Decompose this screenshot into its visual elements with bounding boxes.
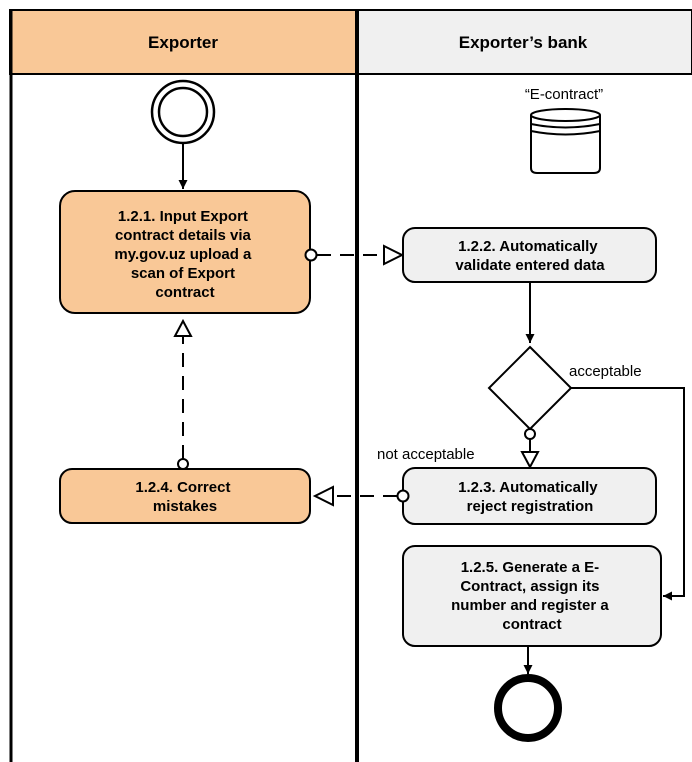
task-1-2-1-text: 1.2.1. Input Export contract details via… [114,208,255,301]
task-1-2-4-text: 1.2.4. Correct mistakes [135,479,234,515]
task-1-2-1[interactable]: 1.2.1. Input Export contract details via… [59,190,311,314]
lane-header-bank [356,9,692,75]
task-1-2-5-text: 1.2.5. Generate a E- Contract, assign it… [451,559,613,633]
datastore-label: “E-contract” [525,86,603,103]
task-1-2-2-text: 1.2.2. Automatically validate entered da… [455,238,605,274]
task-1-2-3-text: 1.2.3. Automatically reject registration [458,479,602,515]
lane-header-exporter [9,9,358,75]
message-flow-123-to-124 [312,485,410,507]
start-event [150,79,216,145]
lane-exporter: Exporter [9,9,358,75]
task-1-2-3[interactable]: 1.2.3. Automatically reject registration [402,467,657,525]
gateway-label-not-acceptable: not acceptable [377,446,475,463]
end-event [494,674,562,742]
flow-gateway-to-125 [571,387,685,601]
flow-124-to-121 [173,318,193,470]
flow-gateway-to-123 [520,428,540,470]
exclusive-gateway [487,345,573,431]
gateway-label-acceptable: acceptable [569,363,642,380]
task-1-2-4[interactable]: 1.2.4. Correct mistakes [59,468,311,524]
lane-title-bank: Exporter’s bank [459,33,588,52]
task-1-2-2[interactable]: 1.2.2. Automatically validate entered da… [402,227,657,283]
lane-title-exporter: Exporter [148,33,218,52]
message-flow-121-to-122 [304,244,405,266]
datastore-icon [530,108,601,174]
task-1-2-5[interactable]: 1.2.5. Generate a E- Contract, assign it… [402,545,662,647]
lane-bank: Exporter’s bank [356,9,692,75]
